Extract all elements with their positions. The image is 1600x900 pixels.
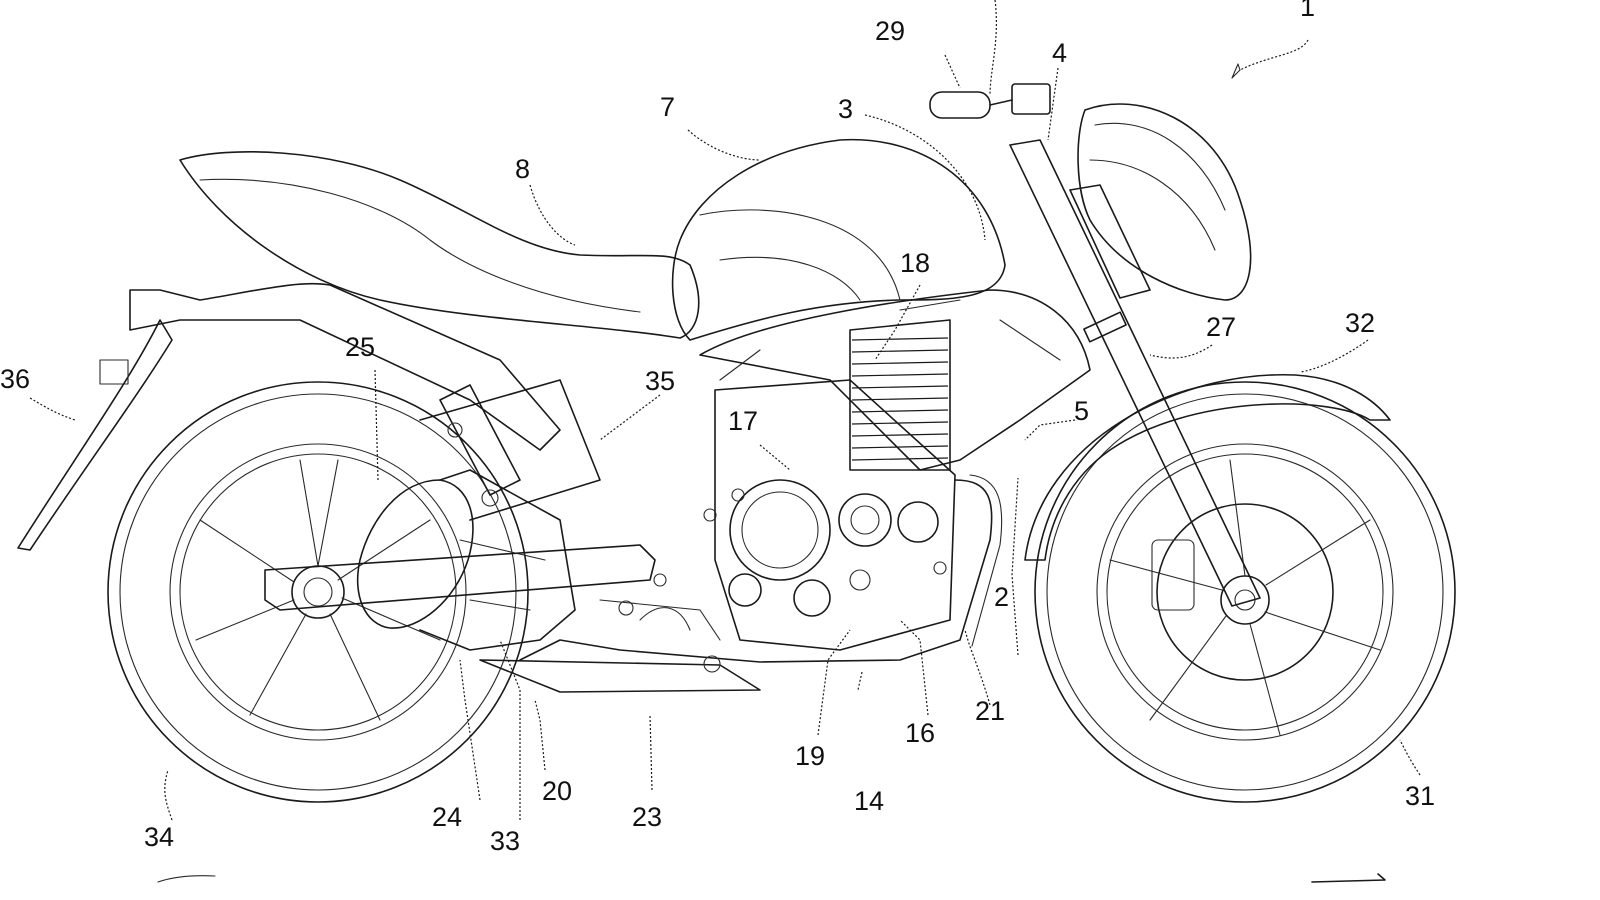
ref-2: 2 — [994, 582, 1009, 612]
rear-shock — [419, 379, 601, 521]
muffler — [356, 469, 576, 651]
ref-34: 34 — [144, 822, 174, 852]
ref-4: 4 — [1052, 38, 1067, 68]
ref-31: 31 — [1405, 781, 1435, 811]
ref-23: 23 — [632, 802, 662, 832]
handlebar — [929, 83, 1051, 119]
ref-1: 1 — [1300, 0, 1315, 22]
ref-33: 33 — [490, 826, 520, 856]
fuel-tank — [671, 138, 1006, 341]
seat — [179, 151, 700, 339]
ref-8: 8 — [515, 154, 530, 184]
ref-7: 7 — [660, 92, 675, 122]
ref-35: 35 — [645, 366, 675, 396]
ref-14: 14 — [854, 786, 884, 816]
ref-25: 25 — [345, 332, 375, 362]
rear-fender — [17, 319, 173, 551]
reference-numerals: 1 2 3 4 5 7 8 14 16 17 18 19 20 21 23 24… — [0, 0, 1435, 856]
front-fender — [1024, 374, 1391, 561]
ref-27: 27 — [1206, 312, 1236, 342]
ref-29: 29 — [875, 16, 905, 46]
direction-arrows — [157, 873, 1386, 883]
radiator — [849, 319, 951, 471]
rear-frame — [129, 282, 561, 451]
ref-19: 19 — [795, 741, 825, 771]
ref-32: 32 — [1345, 308, 1375, 338]
ref-18: 18 — [900, 248, 930, 278]
ref-24: 24 — [432, 802, 462, 832]
headlight-cowl — [1077, 103, 1252, 301]
rear-wheel — [107, 381, 529, 803]
ref-20: 20 — [542, 776, 572, 806]
ref-21: 21 — [975, 696, 1005, 726]
ref-17: 17 — [728, 406, 758, 436]
footrest-stay — [479, 659, 761, 693]
engine — [703, 379, 956, 651]
ref-36: 36 — [0, 364, 30, 394]
front-fork — [1009, 139, 1261, 607]
ref-3: 3 — [838, 94, 853, 124]
exhaust-pipe — [519, 479, 993, 663]
ref-5: 5 — [1074, 396, 1089, 426]
main-frame — [699, 289, 1091, 471]
leader-lines — [29, 0, 1421, 821]
swingarm — [264, 544, 656, 611]
ref-16: 16 — [905, 718, 935, 748]
front-wheel — [1034, 381, 1456, 803]
